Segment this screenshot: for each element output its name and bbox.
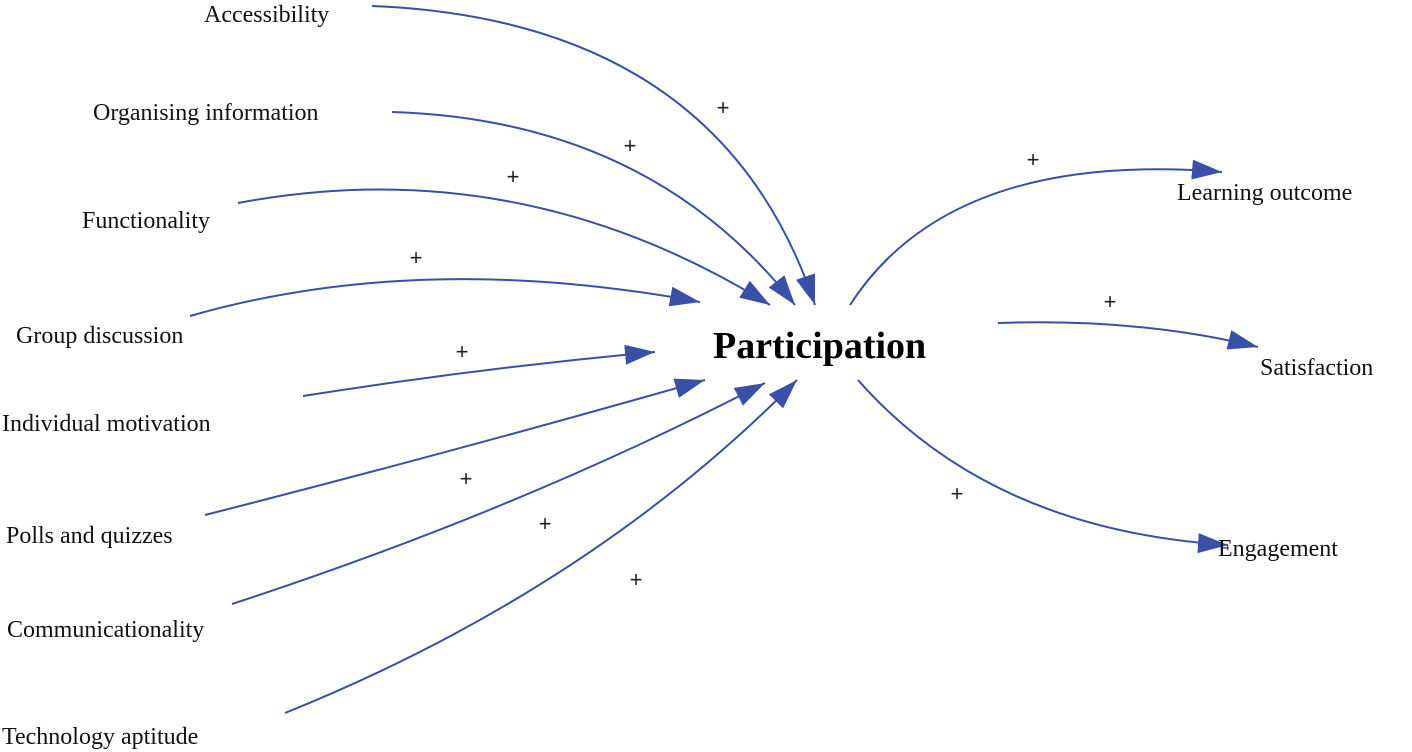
node-engagement: Engagement xyxy=(1218,536,1338,562)
polarity-accessibility: + xyxy=(717,95,730,120)
node-learning-outcome: Learning outcome xyxy=(1177,180,1352,206)
node-functionality: Functionality xyxy=(82,208,210,234)
edge-engagement xyxy=(857,379,1229,554)
polarity-individual-motivation: + xyxy=(456,339,469,364)
edge-learning-outcome xyxy=(849,159,1223,306)
polarity-organising-information: + xyxy=(624,133,637,158)
polarity-group-discussion: + xyxy=(410,245,423,270)
polarity-learning-outcome: + xyxy=(1027,147,1040,172)
edge-group-discussion xyxy=(189,278,701,317)
node-satisfaction: Satisfaction xyxy=(1260,355,1373,381)
polarity-satisfaction: + xyxy=(1104,289,1117,314)
node-organising-information: Organising information xyxy=(93,100,319,126)
polarity-communicationality: + xyxy=(539,511,552,536)
edge-organising-information xyxy=(391,111,796,306)
node-accessibility: Accessibility xyxy=(204,2,329,28)
polarity-polls-and-quizzes: + xyxy=(460,466,473,491)
node-technology-aptitude: Technology aptitude xyxy=(2,724,198,750)
edge-functionality xyxy=(237,188,771,306)
edge-satisfaction xyxy=(997,321,1259,350)
node-participation: Participation xyxy=(713,325,926,367)
polarity-engagement: + xyxy=(951,481,964,506)
polarity-technology-aptitude: + xyxy=(630,567,643,592)
node-polls-and-quizzes: Polls and quizzes xyxy=(6,523,173,549)
node-group-discussion: Group discussion xyxy=(16,323,183,349)
node-communicationality: Communicationality xyxy=(7,617,204,643)
edge-communicationality xyxy=(231,382,766,605)
polarity-functionality: + xyxy=(507,164,520,189)
node-individual-motivation: Individual motivation xyxy=(2,411,211,437)
edge-accessibility xyxy=(371,5,816,306)
edge-polls-and-quizzes xyxy=(204,378,706,516)
edge-technology-aptitude xyxy=(284,379,798,714)
edge-individual-motivation xyxy=(302,344,656,397)
